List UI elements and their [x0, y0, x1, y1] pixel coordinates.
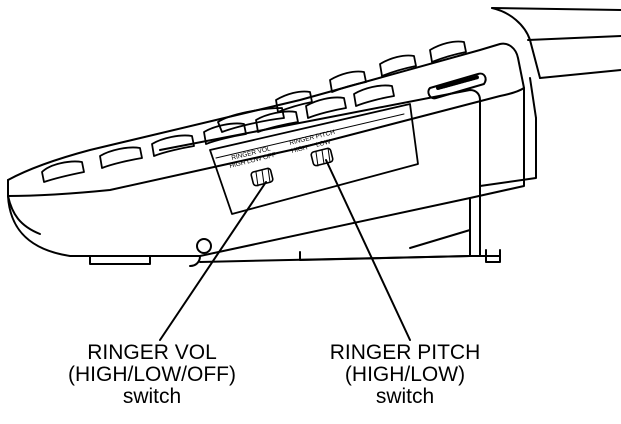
ringer-pitch-leader-line	[325, 159, 411, 341]
ringer-vol-callout: RINGER VOL (HIGH/LOW/OFF) switch	[52, 342, 252, 408]
ringer-pitch-callout-line2: (HIGH/LOW)	[344, 363, 466, 386]
ringer-pitch-callout-line3: switch	[375, 385, 435, 408]
ringer-vol-callout-line3: switch	[122, 385, 182, 408]
ringer-vol-callout-line1: RINGER VOL	[87, 341, 217, 364]
keypad-surface	[7, 40, 525, 197]
rear-handset-extension	[491, 7, 621, 119]
ringer-pitch-callout-line1: RINGER PITCH	[329, 341, 481, 364]
ringer-pitch-switch-graphic	[295, 139, 334, 167]
ringer-vol-leader-line	[159, 181, 267, 341]
ringer-pitch-callout: RINGER PITCH (HIGH/LOW) switch	[305, 342, 505, 408]
key-buttons	[41, 40, 467, 183]
ringer-vol-callout-line2: (HIGH/LOW/OFF)	[68, 363, 236, 386]
base-body	[7, 87, 537, 267]
volume-wheel	[427, 72, 487, 100]
